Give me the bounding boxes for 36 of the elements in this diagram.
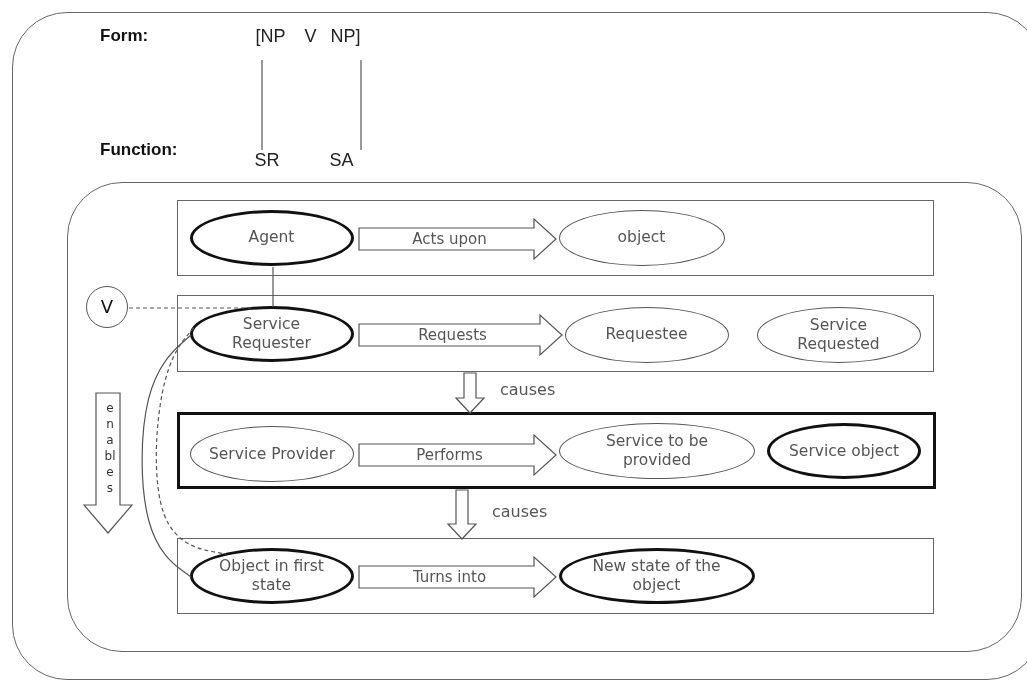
node-text: Service Provider [209, 444, 335, 464]
block-arrow [358, 555, 557, 599]
syntax-label: V [304, 23, 319, 48]
function-label: Function: [100, 140, 178, 160]
block-arrow [358, 217, 557, 261]
node-text: New state of the object [591, 556, 722, 595]
node-text: object [617, 228, 666, 247]
form-label: Form: [100, 26, 149, 46]
node-text: Service object [789, 441, 899, 461]
edge-label: Requests [418, 326, 487, 344]
syntax-label: NP] [330, 23, 367, 48]
node-text: Agent [248, 228, 295, 247]
connector-line [272, 266, 274, 308]
connector-line [141, 334, 192, 578]
node-text: Requestee [605, 325, 688, 344]
node-text: Service Requester [231, 314, 312, 353]
node-text: Object in first state [218, 556, 325, 595]
node-text: V [100, 296, 114, 318]
syntax-label: SA [329, 147, 362, 172]
edge-label: Acts upon [412, 230, 487, 248]
edge-label: Turns into [412, 568, 487, 586]
arrow-label: enables [104, 400, 116, 496]
node-text: Service Requested [796, 315, 881, 354]
dashed-line [155, 327, 227, 555]
block-arrow [454, 372, 486, 414]
syntax-label: [NP [255, 23, 294, 48]
connector-line [261, 59, 263, 151]
dashed-line [128, 307, 252, 309]
node-text: Service to be provided [604, 432, 710, 470]
block-arrow [358, 433, 557, 477]
circle [86, 286, 128, 328]
block-arrow [446, 489, 478, 540]
block-arrow [358, 313, 563, 357]
syntax-label: SR [254, 147, 287, 172]
edge-label: Performs [416, 446, 483, 464]
connector-line [360, 59, 362, 151]
